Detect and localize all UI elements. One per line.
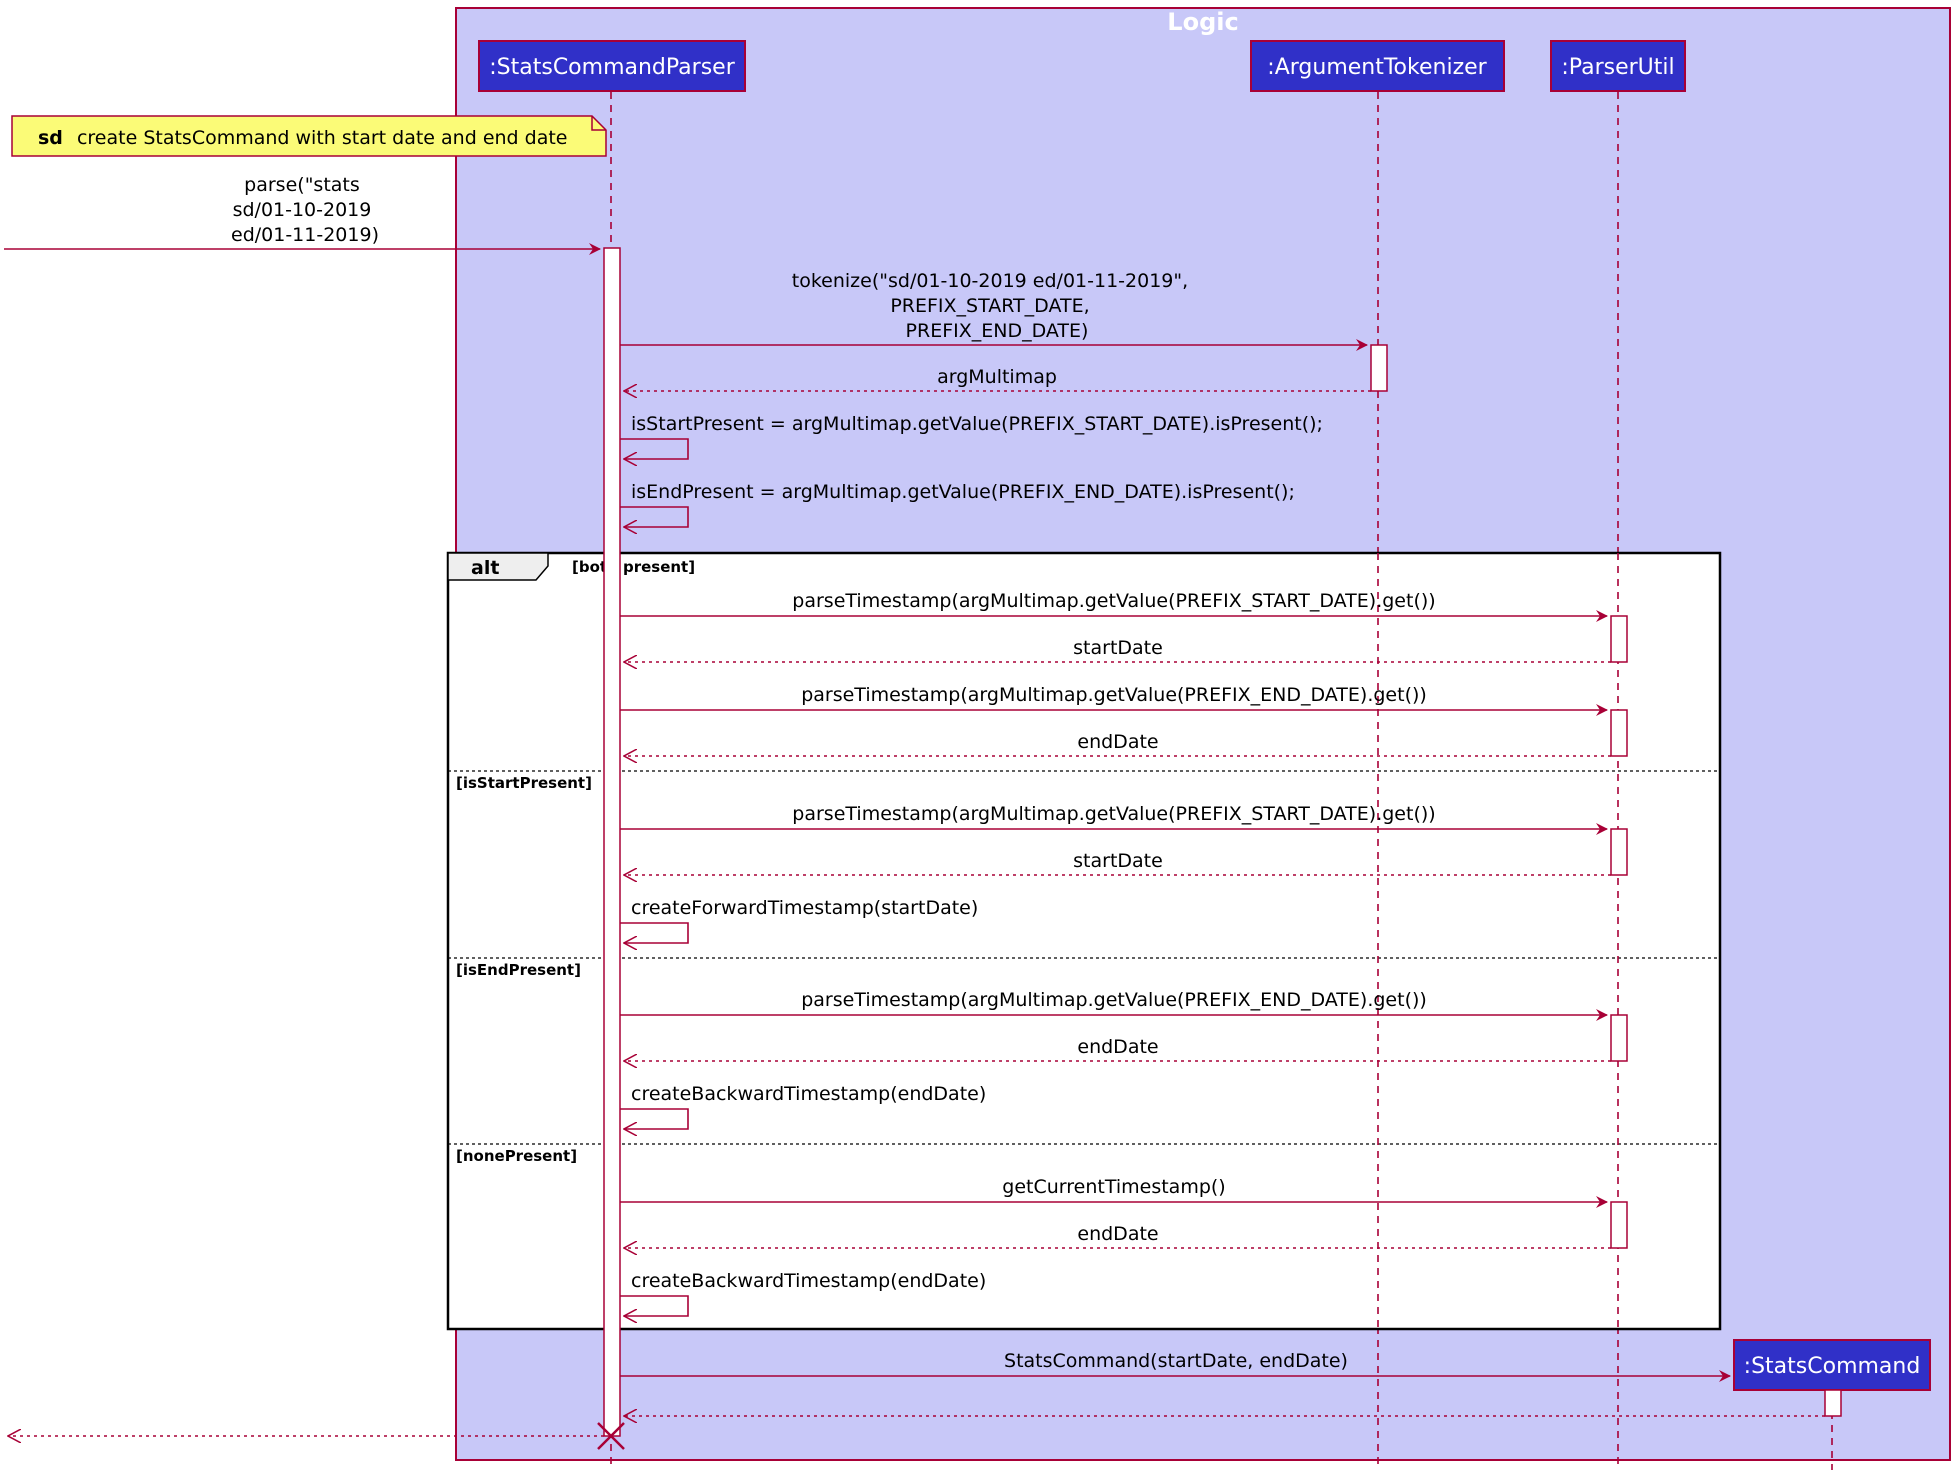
message-line: startDate: [1073, 637, 1163, 659]
message-line: endDate: [1077, 1223, 1158, 1245]
alt-label: alt: [471, 557, 499, 579]
participant-label: :StatsCommand: [1744, 1354, 1921, 1379]
message-line: isStartPresent = argMultimap.getValue(PR…: [631, 413, 1323, 435]
svg-text:tokenize("sd/01-10-2019 ed/01-: tokenize("sd/01-10-2019 ed/01-11-2019", …: [792, 270, 1194, 342]
sd-note: sd create StatsCommand with start date a…: [11, 115, 607, 157]
entry-message: parse("stats sd/01-10-2019 ed/01-11-2019…: [4, 174, 601, 255]
activation-util: [1610, 615, 1628, 663]
message-line: isEndPresent = argMultimap.getValue(PREF…: [631, 481, 1295, 503]
participant-label: :ParserUtil: [1561, 55, 1674, 80]
self-message-is-end-present: isEndPresent = argMultimap.getValue(PREF…: [620, 481, 1295, 527]
return-start-date: startDate: [624, 850, 1611, 875]
message-parse-timestamp-end: parseTimestamp(argMultimap.getValue(PREF…: [620, 684, 1608, 716]
message-line: endDate: [1077, 1036, 1158, 1058]
entry-message-line: parse("stats: [244, 174, 360, 196]
destroy-mark: [597, 1422, 625, 1450]
return-start-date: startDate: [624, 637, 1611, 662]
participant-argument-tokenizer: :ArgumentTokenizer: [1250, 40, 1505, 92]
participant-label: :StatsCommandParser: [489, 55, 735, 80]
alt-guard-both-present: [both present]: [572, 558, 695, 576]
self-message-create-forward-timestamp: createForwardTimestamp(startDate): [620, 897, 978, 943]
message-line: parseTimestamp(argMultimap.getValue(PREF…: [792, 803, 1435, 825]
message-create-stats-command: StatsCommand(startDate, endDate): [620, 1350, 1731, 1382]
message-line: parseTimestamp(argMultimap.getValue(PREF…: [801, 989, 1427, 1011]
message-line: PREFIX_START_DATE,: [890, 295, 1089, 317]
alt-guard-none-present: [nonePresent]: [456, 1147, 577, 1165]
note-text: create StatsCommand with start date and …: [77, 127, 568, 149]
return-end-date: endDate: [624, 731, 1611, 756]
svg-text:parse("stats sd/01-10-20: parse("stats sd/01-10-2019 ed/01-11-2019…: [231, 174, 379, 246]
message-line: StatsCommand(startDate, endDate): [1004, 1350, 1348, 1372]
participant-stats-command: :StatsCommand: [1733, 1339, 1931, 1391]
alt-fragment: alt [both present] [isStartPresent] [isE…: [446, 551, 1722, 1331]
alt-guard-is-start-present: [isStartPresent]: [456, 774, 592, 792]
message-line: endDate: [1077, 731, 1158, 753]
activation-util: [1610, 828, 1628, 876]
message-parse-timestamp-end: parseTimestamp(argMultimap.getValue(PREF…: [620, 989, 1608, 1021]
message-line: parseTimestamp(argMultimap.getValue(PREF…: [801, 684, 1427, 706]
entry-message-line: sd/01-10-2019: [233, 199, 372, 221]
activation-util: [1610, 1014, 1628, 1062]
logic-box-title: Logic: [1167, 8, 1238, 36]
message-line: startDate: [1073, 850, 1163, 872]
return-end-date: endDate: [624, 1223, 1611, 1248]
participant-label: :ArgumentTokenizer: [1267, 55, 1487, 80]
self-message-create-backward-timestamp: createBackwardTimestamp(endDate): [620, 1083, 986, 1129]
self-message-is-start-present: isStartPresent = argMultimap.getValue(PR…: [620, 413, 1323, 459]
return-end-date: endDate: [624, 1036, 1611, 1061]
message-parse-timestamp-start: parseTimestamp(argMultimap.getValue(PREF…: [620, 803, 1608, 835]
activation-command: [1824, 1389, 1842, 1417]
message-tokenize: tokenize("sd/01-10-2019 ed/01-11-2019", …: [620, 270, 1368, 351]
svg-text:sd create StatsCommand w: sd create StatsCommand with start date a…: [38, 127, 568, 149]
participant-stats-command-parser: :StatsCommandParser: [478, 40, 746, 92]
message-line: createForwardTimestamp(startDate): [631, 897, 978, 919]
message-line: PREFIX_END_DATE): [906, 320, 1089, 342]
activation-util: [1610, 1201, 1628, 1249]
alt-guard-is-end-present: [isEndPresent]: [456, 961, 581, 979]
participant-parser-util: :ParserUtil: [1550, 40, 1686, 92]
message-line: createBackwardTimestamp(endDate): [631, 1083, 986, 1105]
return-arg-multimap: argMultimap: [624, 366, 1371, 391]
message-line: tokenize("sd/01-10-2019 ed/01-11-2019",: [792, 270, 1188, 292]
message-get-current-timestamp: getCurrentTimestamp(): [620, 1176, 1608, 1208]
self-message-create-backward-timestamp: createBackwardTimestamp(endDate): [620, 1270, 986, 1316]
activation-util: [1610, 709, 1628, 757]
message-line: parseTimestamp(argMultimap.getValue(PREF…: [792, 590, 1435, 612]
message-line: argMultimap: [937, 366, 1057, 388]
message-line: getCurrentTimestamp(): [1002, 1176, 1225, 1198]
entry-message-line: ed/01-11-2019): [231, 224, 379, 246]
activation-parser: [603, 247, 621, 1437]
activation-tokenizer: [1370, 344, 1388, 392]
message-parse-timestamp-start: parseTimestamp(argMultimap.getValue(PREF…: [620, 590, 1608, 622]
message-line: createBackwardTimestamp(endDate): [631, 1270, 986, 1292]
note-keyword: sd: [38, 127, 63, 149]
